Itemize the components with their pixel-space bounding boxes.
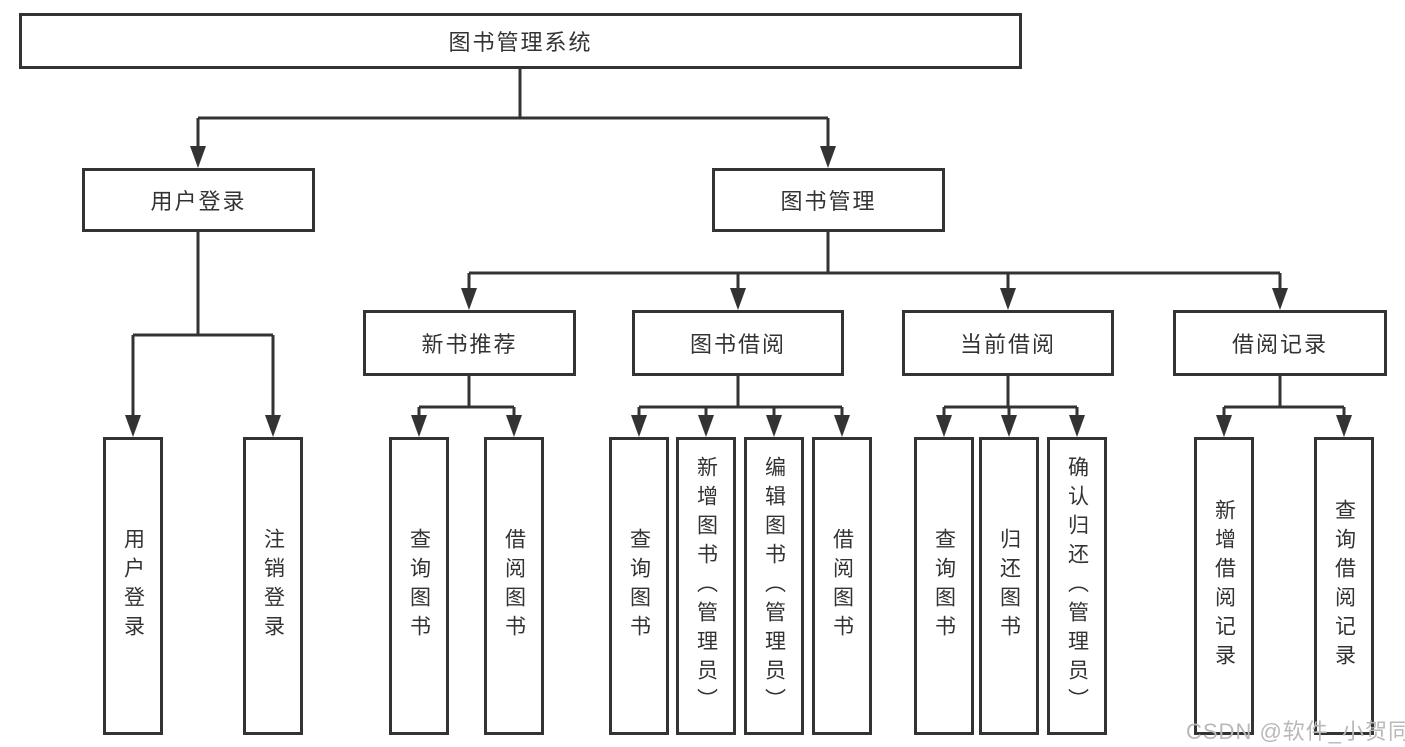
leaf-records-add-borrow-record: 新增借阅记录 — [1194, 437, 1254, 735]
node-label: 当前借阅 — [959, 332, 1056, 357]
leaf-logout-login: 注销登录 — [243, 437, 303, 735]
arrowhead-icons — [125, 146, 1352, 437]
node-library-management-system: 图书管理系统 — [19, 13, 1022, 69]
leaf-label: 查询图书 — [407, 528, 431, 644]
leaf-label: 确认归还（管理员） — [1065, 455, 1089, 717]
leaf-current-query-book: 查询图书 — [914, 437, 974, 735]
leaf-label: 编辑图书（管理员） — [762, 455, 786, 717]
connector-path — [131, 69, 1346, 419]
node-new-book-recommendation: 新书推荐 — [363, 310, 576, 376]
leaf-current-confirm-return-admin: 确认归还（管理员） — [1047, 437, 1107, 735]
node-label: 新书推荐 — [421, 332, 518, 357]
leaf-recommend-borrow-book: 借阅图书 — [484, 437, 544, 735]
leaf-borrow-add-book-admin: 新增图书（管理员） — [676, 437, 736, 735]
leaf-label: 归还图书 — [997, 528, 1021, 644]
node-borrowing-records: 借阅记录 — [1173, 310, 1387, 376]
csdn-watermark: CSDN @软件_小贺同学 — [1186, 719, 1405, 744]
leaf-label: 查询图书 — [932, 528, 956, 644]
node-book-management: 图书管理 — [712, 168, 945, 232]
node-user-login: 用户登录 — [82, 168, 315, 232]
node-label: 图书管理 — [780, 189, 877, 214]
leaf-recommend-query-book: 查询图书 — [389, 437, 449, 735]
leaf-current-return-book: 归还图书 — [979, 437, 1039, 735]
leaf-records-query-borrow-record: 查询借阅记录 — [1314, 437, 1374, 735]
node-label: 图书借阅 — [689, 332, 786, 357]
node-label: 图书管理系统 — [448, 30, 593, 55]
leaf-label: 查询借阅记录 — [1332, 499, 1356, 673]
leaf-label: 借阅图书 — [502, 528, 526, 644]
node-label: 借阅记录 — [1231, 332, 1328, 357]
leaf-user-login: 用户登录 — [103, 437, 163, 735]
leaf-borrow-edit-book-admin: 编辑图书（管理员） — [744, 437, 804, 735]
leaf-label: 借阅图书 — [830, 528, 854, 644]
leaf-label: 查询图书 — [627, 528, 651, 644]
leaf-borrow-borrow-book: 借阅图书 — [812, 437, 872, 735]
leaf-label: 新增借阅记录 — [1212, 499, 1236, 673]
node-book-borrowing: 图书借阅 — [632, 310, 844, 376]
leaf-label: 注销登录 — [261, 528, 285, 644]
node-current-borrowing: 当前借阅 — [902, 310, 1114, 376]
node-label: 用户登录 — [150, 189, 247, 214]
leaf-label: 新增图书（管理员） — [694, 455, 718, 717]
leaf-label: 用户登录 — [121, 528, 145, 644]
leaf-borrow-query-book: 查询图书 — [609, 437, 669, 735]
